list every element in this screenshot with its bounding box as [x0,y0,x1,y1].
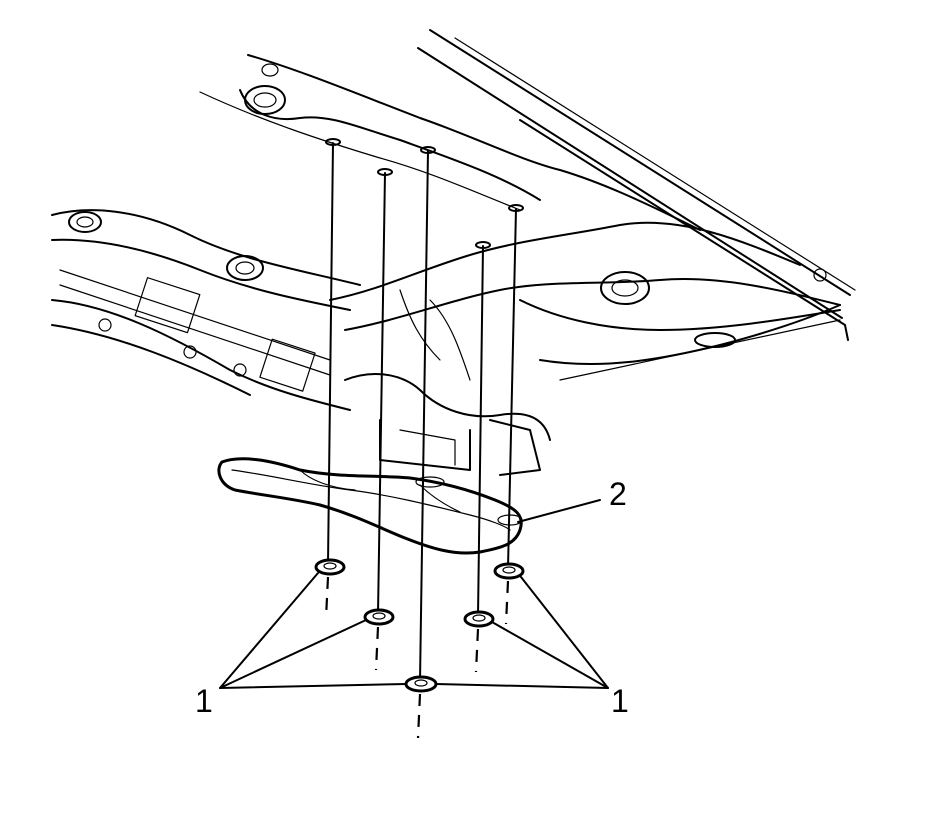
nuts [314,558,525,739]
vehicle-underbody [51,29,856,476]
mounting-studs [325,138,524,682]
nut-1 [314,558,346,619]
leader-lines [219,499,609,689]
nut-2 [363,608,395,671]
callout-nut-left: 1 [195,683,213,719]
nut-3 [404,675,438,739]
heat-shield [217,457,523,555]
nut-4 [463,610,495,673]
nut-5 [493,562,525,625]
callout-nut-right: 1 [611,683,629,719]
callout-heat-shield: 2 [609,476,627,512]
